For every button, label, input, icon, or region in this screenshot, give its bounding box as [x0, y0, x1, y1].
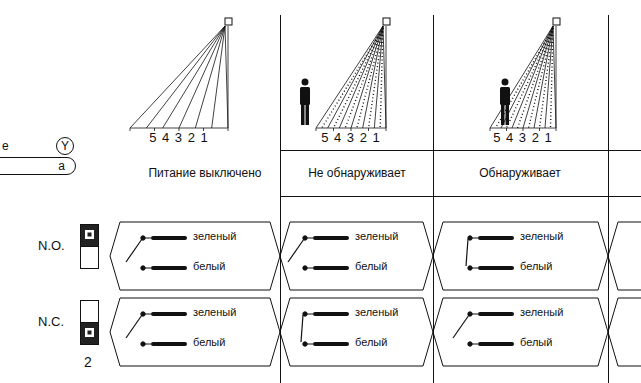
- relay-contact: [288, 236, 347, 270]
- sensor-field: [316, 18, 390, 131]
- person-figure: [500, 79, 510, 126]
- sensor-field: [130, 18, 232, 131]
- wire-color: зеленый: [520, 231, 563, 242]
- wire-color: белый: [355, 337, 387, 348]
- range-numbers: 5 4 3 2 1: [321, 131, 381, 144]
- dip-switch: [81, 301, 99, 345]
- wire-color: белый: [193, 337, 225, 348]
- wire-color: зеленый: [355, 231, 398, 242]
- timing-band: [110, 222, 641, 290]
- column-header: Обнаруживает: [479, 167, 561, 179]
- wire-color: белый: [355, 261, 387, 272]
- cut-text: е: [2, 140, 9, 152]
- wire-color: зеленый: [355, 307, 398, 318]
- rounded-tag: а: [0, 157, 76, 175]
- marker-text: Y: [61, 139, 69, 153]
- timing-band: [110, 298, 641, 366]
- relay-contact: [453, 312, 512, 346]
- mode-label: N.O.: [38, 239, 65, 252]
- wire-color: зеленый: [193, 231, 236, 242]
- column-header: Питание выключено: [148, 167, 261, 179]
- wire-color: белый: [520, 337, 552, 348]
- wire-color: зеленый: [520, 307, 563, 318]
- circle-marker: Y: [56, 137, 74, 155]
- relay-contact: [126, 236, 185, 270]
- wire-color: белый: [193, 261, 225, 272]
- relay-contact: [466, 236, 512, 270]
- table-lines: [280, 15, 641, 383]
- mode-label: N.C.: [38, 315, 64, 328]
- relay-contact: [301, 312, 347, 346]
- wire-color: белый: [520, 261, 552, 272]
- dip-switch: [81, 225, 99, 269]
- column-header: Не обнаруживает: [308, 167, 406, 179]
- switch-number: 2: [84, 355, 92, 369]
- range-numbers: 5 4 3 2 1: [493, 131, 553, 144]
- sensor-field: [490, 18, 560, 131]
- wire-color: зеленый: [193, 307, 236, 318]
- relay-contact: [126, 312, 185, 346]
- range-numbers: 5 4 3 2 1: [149, 131, 209, 144]
- marker-text: а: [58, 159, 65, 173]
- person-figure: [300, 79, 310, 126]
